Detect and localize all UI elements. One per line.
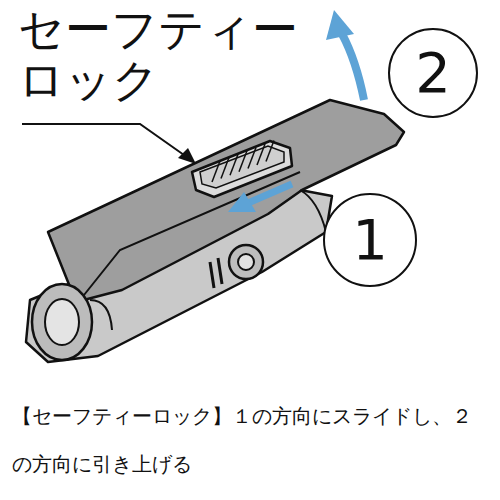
callout-number: 1 <box>352 212 388 268</box>
grip-ridge <box>212 161 220 182</box>
lock-grip <box>200 146 284 188</box>
direction-arrowhead <box>326 10 354 40</box>
direction-arrowhead <box>228 192 256 212</box>
direction-arrow <box>342 34 364 100</box>
hinge-mark <box>218 258 222 284</box>
grip-ridge <box>221 158 229 179</box>
lever-bend <box>300 190 326 232</box>
roller-cylinder <box>32 284 92 360</box>
hinge-pin <box>229 245 263 279</box>
direction-arrow <box>248 184 292 203</box>
grip-ridge <box>230 154 238 175</box>
part-name: セーフティー ロック <box>18 4 318 105</box>
grip-ridge <box>248 147 256 168</box>
roller-bore <box>45 299 79 345</box>
grip-ridge <box>239 151 247 172</box>
callout-circle: 1 <box>323 193 417 287</box>
leader-arrowhead <box>178 148 196 164</box>
roller-edge <box>90 300 112 330</box>
callout-circle: 2 <box>388 28 478 118</box>
caption: 【セーフティーロック】１の方向にスライドし、２の方向に引き上げる <box>12 392 488 488</box>
callout-number: 2 <box>415 45 451 101</box>
lever-edge <box>80 172 300 300</box>
grip-ridge <box>257 144 265 165</box>
hinge-pin-inner <box>238 254 254 270</box>
leader-line <box>22 124 184 155</box>
hinge-mark <box>210 262 214 288</box>
grip-ridges <box>212 141 274 182</box>
grip-ridge <box>266 141 274 162</box>
